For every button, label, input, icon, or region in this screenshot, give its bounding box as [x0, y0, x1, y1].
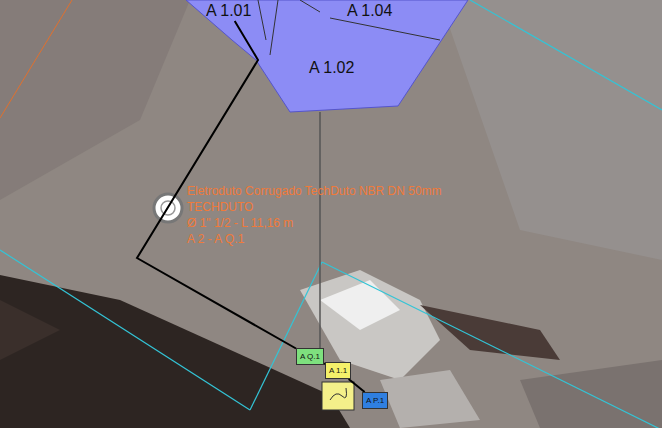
conduit-line — [349, 379, 365, 392]
conduit-annotation: A 2 - A Q.1 — [187, 232, 244, 246]
panel-box: A Q.1 — [296, 348, 324, 365]
room-label: A 1.04 — [344, 1, 395, 21]
node-text: A Q.1 — [300, 352, 320, 361]
outlet-box: A P.1 — [362, 392, 388, 409]
conduit-annotation: TECHDUTO — [187, 200, 253, 214]
conduit-annotation: Ø 1" 1/2 - L 11,16 m — [187, 216, 293, 230]
junction-box: A 1.1 — [325, 362, 351, 379]
node-text: A 1.02 — [309, 59, 354, 77]
conduit-annotation: Eletroduto Corrugado TechDuto NBR DN 50m… — [187, 184, 442, 198]
node-text: A 1.01 — [206, 2, 251, 20]
node-text: A P.1 — [366, 396, 384, 405]
room-label: A 1.01 — [203, 1, 254, 21]
room-label: A 1.02 — [306, 58, 357, 78]
node-text: A 1.04 — [347, 2, 392, 20]
node-text: A 1.1 — [329, 366, 347, 375]
